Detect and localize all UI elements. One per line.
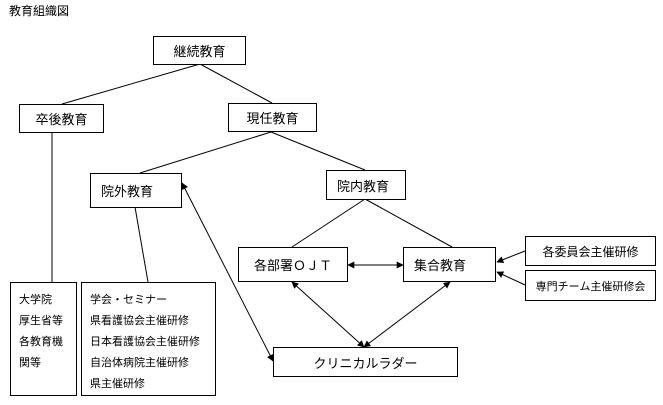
list-item: 厚生省等 [19, 314, 63, 327]
node-ingai: 院外教育 [90, 173, 182, 208]
line-ingai-list [134, 206, 149, 283]
list-item: 学会・セミナー [90, 293, 167, 306]
list-item: 各教育機 [19, 335, 63, 348]
node-shugo: 集合教育 [403, 247, 496, 282]
list-item: 関等 [19, 356, 41, 369]
list-daigaku: 大学院 厚生省等 各教育機 関等 [10, 282, 77, 396]
line-innai-bushoojt [291, 198, 366, 248]
line-innai-shugo [364, 198, 453, 248]
node-sotsugo: 卒後教育 [19, 104, 104, 133]
node-bushoojt: 各部署ＯＪＴ [238, 247, 348, 282]
arrow-ingai-ladder [181, 182, 274, 362]
line-keizoku-genshoku [199, 63, 273, 104]
node-ladder: クリニカルラダー [273, 347, 458, 377]
node-senmon: 専門チーム主催研修会 [525, 270, 656, 301]
arrow-senmon-shugo [496, 271, 526, 286]
node-iinkai: 各委員会主催研修 [525, 236, 656, 266]
list-item: 自治体病院主催研修 [90, 356, 189, 369]
chart-title: 教育組織図 [9, 4, 70, 18]
line-keizoku-sotsugo [61, 63, 201, 105]
arrow-ojt-ladder [291, 281, 365, 348]
line-genshoku-innai [270, 131, 366, 171]
node-innai: 院内教育 [326, 170, 406, 200]
list-item: 大学院 [19, 293, 52, 306]
node-genshoku: 現任教育 [228, 103, 317, 132]
node-keizoku: 継続教育 [153, 36, 246, 65]
list-item: 県主催研修 [90, 377, 145, 390]
line-genshoku-ingai [139, 131, 272, 174]
arrow-iinkai-shugo [496, 250, 526, 263]
list-item: 県看護協会主催研修 [90, 314, 189, 327]
list-ingai: 学会・セミナー 県看護協会主催研修 日本看護協会主催研修 自治体病院主催研修 県… [81, 282, 216, 396]
arrow-shugo-ladder [363, 281, 451, 348]
list-item: 日本看護協会主催研修 [90, 335, 200, 348]
